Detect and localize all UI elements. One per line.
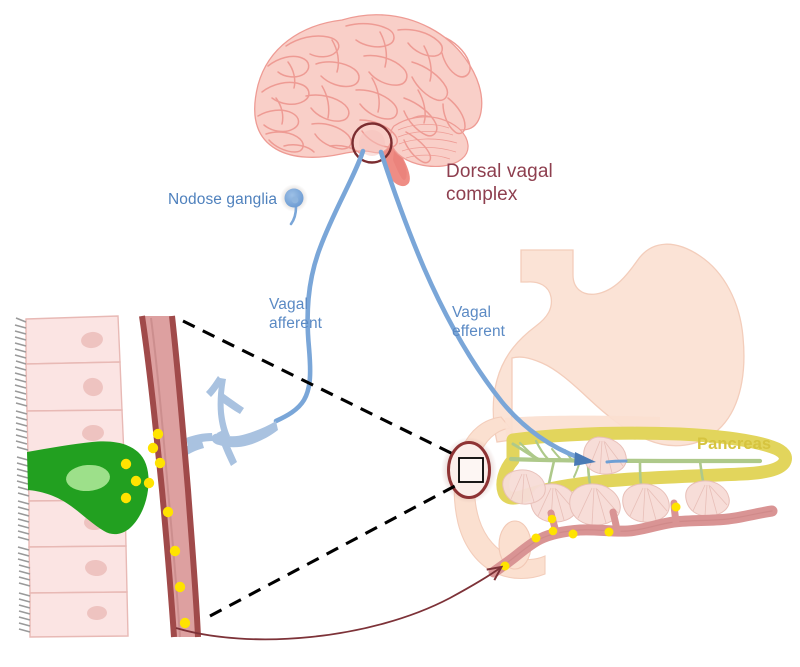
microvilli-brush-border: [14, 317, 31, 633]
vessel-inner-line: [150, 317, 181, 638]
magnification-line-bottom: [209, 484, 456, 618]
vessel-wall-left: [139, 315, 177, 638]
pancreas: [496, 426, 792, 526]
label-dorsal-vagal-complex: Dorsal vagal complex: [446, 161, 553, 206]
vagal-afferent-nerve: [273, 148, 366, 424]
nodose-ganglion: [280, 184, 308, 226]
ganglion-nucleus: [291, 196, 299, 204]
epithelial-cell: [25, 315, 121, 365]
stomach: [492, 243, 745, 447]
hormone-transport-arrow: [175, 568, 500, 641]
vessel-wall-right: [169, 315, 201, 638]
vagal-nerve-terminal: [176, 376, 278, 466]
acinus: [583, 436, 627, 475]
label-nodose-ganglia: Nodose ganglia: [168, 191, 278, 208]
gut-blood-vessel: [139, 315, 201, 638]
eec-nucleus: [66, 464, 110, 492]
epithelial-cell: [29, 591, 129, 638]
vagal-nerves: [176, 148, 596, 466]
vagal-efferent-nerve: [378, 149, 583, 461]
brain: [254, 14, 483, 187]
vessel-lumen: [142, 316, 198, 637]
cerebellum-folia: [397, 123, 458, 160]
acinus: [622, 483, 670, 523]
dvc-inner-fill: [359, 130, 385, 156]
efferent-terminal-arrow: [574, 452, 596, 466]
dorsal-vagal-complex-marker: [351, 122, 393, 164]
label-pancreas: Pancreas: [697, 435, 772, 453]
inset-square: [458, 457, 484, 483]
brainstem-shadow: [393, 150, 407, 180]
eec-granules: [120, 458, 155, 504]
magnification-line-top: [182, 319, 456, 457]
pancreatic-blood-vessel: [488, 499, 778, 578]
acinus: [502, 469, 546, 505]
label-vagal-afferent: Vagal afferent: [269, 296, 323, 332]
intrapancreatic-nerve-segment: [605, 459, 628, 464]
magnification-lines: [182, 319, 456, 618]
pancreatic-duct-tree: [508, 438, 763, 486]
epithelial-cell: [28, 545, 128, 594]
ganglion-stalk: [289, 205, 298, 226]
enteroendocrine-cell: [27, 441, 155, 535]
duodenum-inset-marker: [441, 437, 497, 503]
label-vagal-efferent: Vagal efferent: [452, 304, 506, 340]
cerebellum: [389, 116, 469, 168]
hormone-granules-gut: [147, 428, 191, 629]
stomach-body: [492, 243, 745, 447]
pancreatic-acini: [502, 436, 730, 526]
epithelial-cell: [25, 361, 123, 412]
acinus: [685, 480, 730, 517]
